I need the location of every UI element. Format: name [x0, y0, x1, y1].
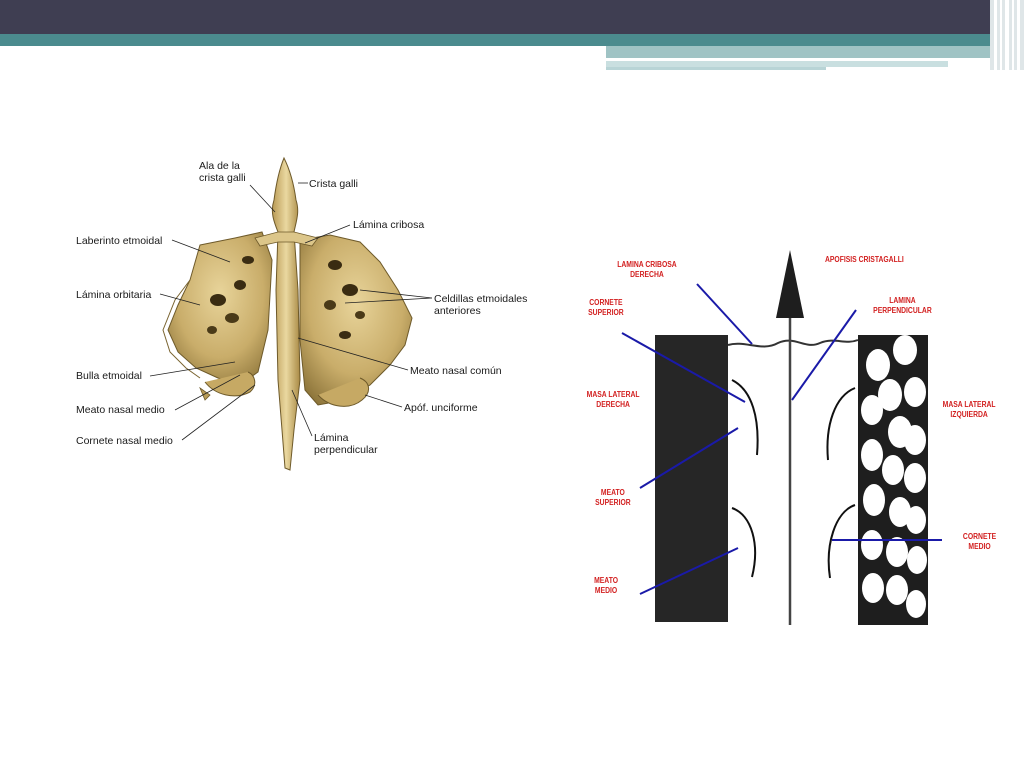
accent-line-decoration-2	[606, 67, 826, 70]
accent-line-decoration	[606, 61, 948, 67]
label-meato-nasal-medio: Meato nasal medio	[76, 404, 165, 416]
label-crista-galli: Crista galli	[309, 178, 359, 190]
teal-band-decoration	[0, 34, 1024, 46]
label-meato-nasal-comun: Meato nasal común	[410, 365, 502, 377]
label-lamina-orbitaria: Lámina orbitaria	[76, 289, 152, 301]
masa-lateral-derecha-block	[655, 335, 728, 622]
crista-galli-arrow	[776, 250, 804, 318]
corner-stripes-decoration	[990, 0, 1024, 70]
label-apofisis-cristagalli: APOFISIS CRISTAGALLI	[824, 255, 904, 264]
label-cornete-nasal-medio: Cornete nasal medio	[76, 435, 173, 447]
light-teal-band-decoration	[606, 46, 1024, 58]
label-apof-unciforme: Apóf. unciforme	[404, 402, 478, 414]
label-bulla-etmoidal: Bulla etmoidal	[76, 370, 142, 382]
label-laberinto-etmoidal: Laberinto etmoidal	[76, 235, 163, 247]
label-lamina-cribosa: Lámina cribosa	[353, 219, 425, 231]
ethmoid-cells	[861, 335, 927, 618]
title-bar-decoration	[0, 0, 1024, 34]
